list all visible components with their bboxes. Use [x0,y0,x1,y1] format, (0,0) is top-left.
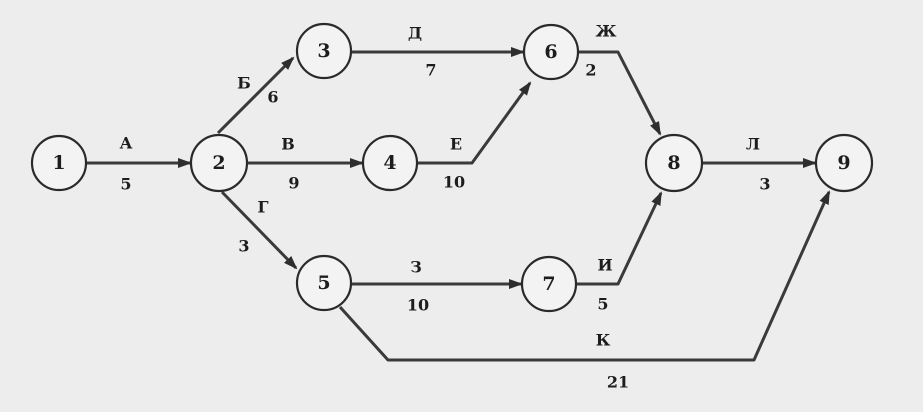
node-1-circle [30,134,88,192]
edge-a-duration: 5 [120,175,131,194]
node-9-label: 9 [837,152,850,174]
edge-zh-name: Ж [596,22,617,41]
edge-z-duration: 10 [407,296,429,315]
edge-d-duration: 7 [425,61,436,80]
node-5: 5 [295,254,353,312]
edge-d-name: Д [408,24,422,43]
edge-k-name: К [596,331,611,350]
node-3-circle [295,22,353,80]
edge-g [220,190,298,270]
node-9-circle [814,133,874,193]
node-6-circle [522,23,580,81]
nodes-layer: 1 2 3 4 5 6 7 [30,22,874,313]
node-7-circle [520,255,578,313]
edges-layer [87,47,831,362]
edge-labels-layer: А 5 Б 6 В 9 Г 3 Д 7 Е 10 Ж 2 З 10 И 5 К … [119,22,770,392]
node-2-circle [189,133,249,193]
edge-g-duration: 3 [238,237,249,256]
node-8-circle [644,133,704,193]
edge-zh [578,50,662,136]
edge-i [576,191,663,286]
edge-b [216,56,295,135]
node-4-circle [361,134,419,192]
node-2-label: 2 [212,152,225,174]
edge-g-name: Г [257,198,268,217]
edge-k-duration: 21 [607,373,629,392]
node-7-label: 7 [542,273,555,295]
edge-e-name: Е [450,135,462,154]
edge-e [418,81,532,165]
node-8-label: 8 [667,152,680,174]
node-9: 9 [814,133,874,193]
node-1-label: 1 [52,152,65,174]
node-3: 3 [295,22,353,80]
node-5-circle [295,254,353,312]
edge-v-duration: 9 [288,174,299,193]
edge-a-name: А [119,134,132,153]
node-3-label: 3 [317,40,330,62]
node-2: 2 [189,133,249,193]
edge-k [338,190,831,362]
edge-i-duration: 5 [597,295,608,314]
node-4: 4 [361,134,419,192]
edge-i-name: И [597,256,612,275]
edge-z-name: З [410,258,422,277]
edge-l-duration: 3 [759,175,770,194]
edge-b-name: Б [237,74,251,93]
node-4-label: 4 [383,152,396,174]
node-8: 8 [644,133,704,193]
edge-v-name: В [281,135,295,154]
node-1: 1 [30,134,88,192]
edge-zh-duration: 2 [585,61,596,80]
node-6-label: 6 [544,41,557,63]
edge-b-duration: 6 [267,88,278,107]
node-5-label: 5 [317,272,330,294]
node-7: 7 [520,255,578,313]
edge-e-duration: 10 [443,173,465,192]
node-6: 6 [522,23,580,81]
edge-l-name: Л [746,135,760,154]
